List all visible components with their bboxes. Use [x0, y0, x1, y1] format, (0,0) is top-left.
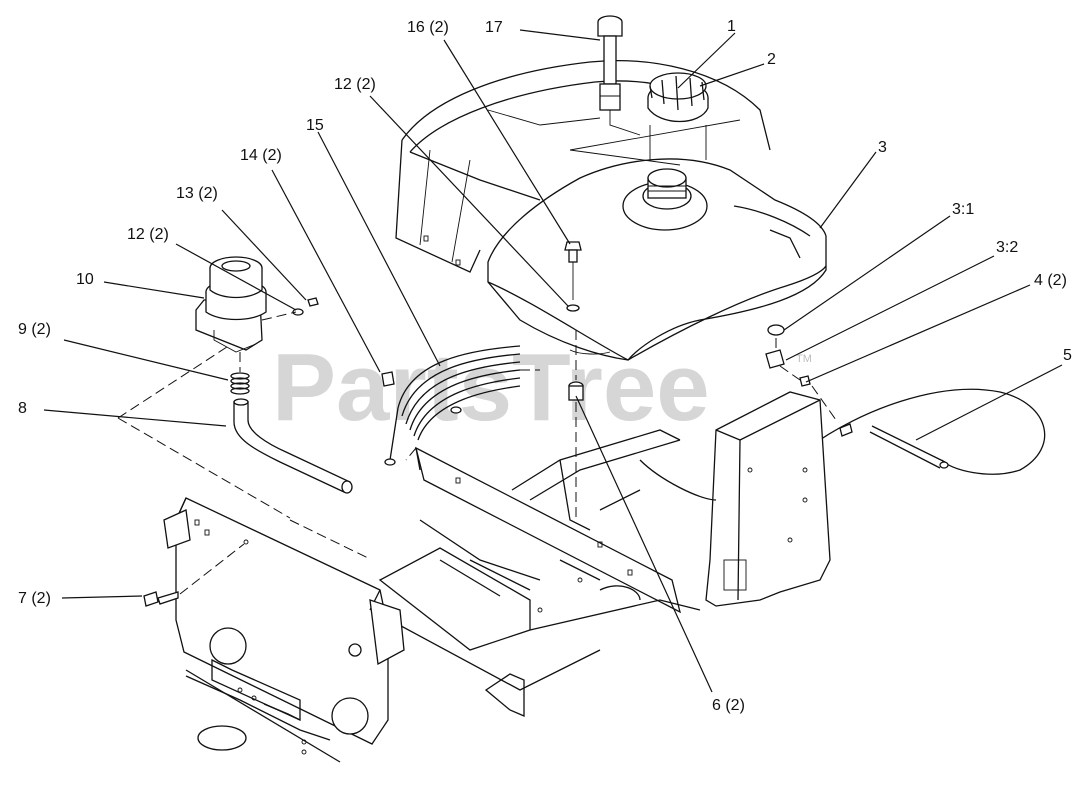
bolt: [143, 539, 249, 607]
callout-2: 2: [767, 51, 776, 68]
hood-shell: [395, 60, 771, 273]
spring: [230, 352, 250, 395]
front-plate: [163, 497, 405, 763]
callout-15: 15: [306, 117, 324, 134]
leader-lines: [43, 29, 1063, 693]
chassis-frame: [378, 429, 717, 717]
callout-7: 7 (2): [18, 590, 51, 607]
callout-5: 5: [1063, 347, 1072, 364]
fuel-gauge: [597, 15, 641, 136]
fuel-cap: [569, 72, 741, 166]
callout-3-2: 3:2: [996, 239, 1018, 256]
dash-panel: [705, 391, 831, 607]
callout-14: 14 (2): [240, 147, 282, 164]
callout-12-top: 12 (2): [334, 76, 376, 93]
callout-8: 8: [18, 400, 27, 417]
callout-10: 10: [76, 271, 94, 288]
hose: [233, 398, 353, 494]
callout-17: 17: [485, 19, 503, 36]
callout-9: 9 (2): [18, 321, 51, 338]
callout-4: 4 (2): [1034, 272, 1067, 289]
callout-12-left: 12 (2): [127, 226, 169, 243]
callout-16: 16 (2): [407, 19, 449, 36]
grille-screen: [381, 345, 521, 466]
callout-1: 1: [727, 18, 736, 35]
watermark-text: PartsTree: [272, 334, 710, 441]
alignment-lines: [117, 344, 540, 559]
callout-6: 6 (2): [712, 697, 745, 714]
tank-mount-hardware: [564, 241, 611, 520]
callout-3-1: 3:1: [952, 201, 974, 218]
callout-labels: 1 2 3 3:1 3:2 4 (2) 5 6 (2) 7 (2) 8 9 (2…: [18, 18, 1072, 714]
pto-clutch: [195, 256, 267, 353]
watermark-trademark: TM: [796, 353, 812, 365]
callout-3: 3: [878, 139, 887, 156]
washer-nut-hardware: [261, 297, 319, 321]
callout-13: 13 (2): [176, 185, 218, 202]
